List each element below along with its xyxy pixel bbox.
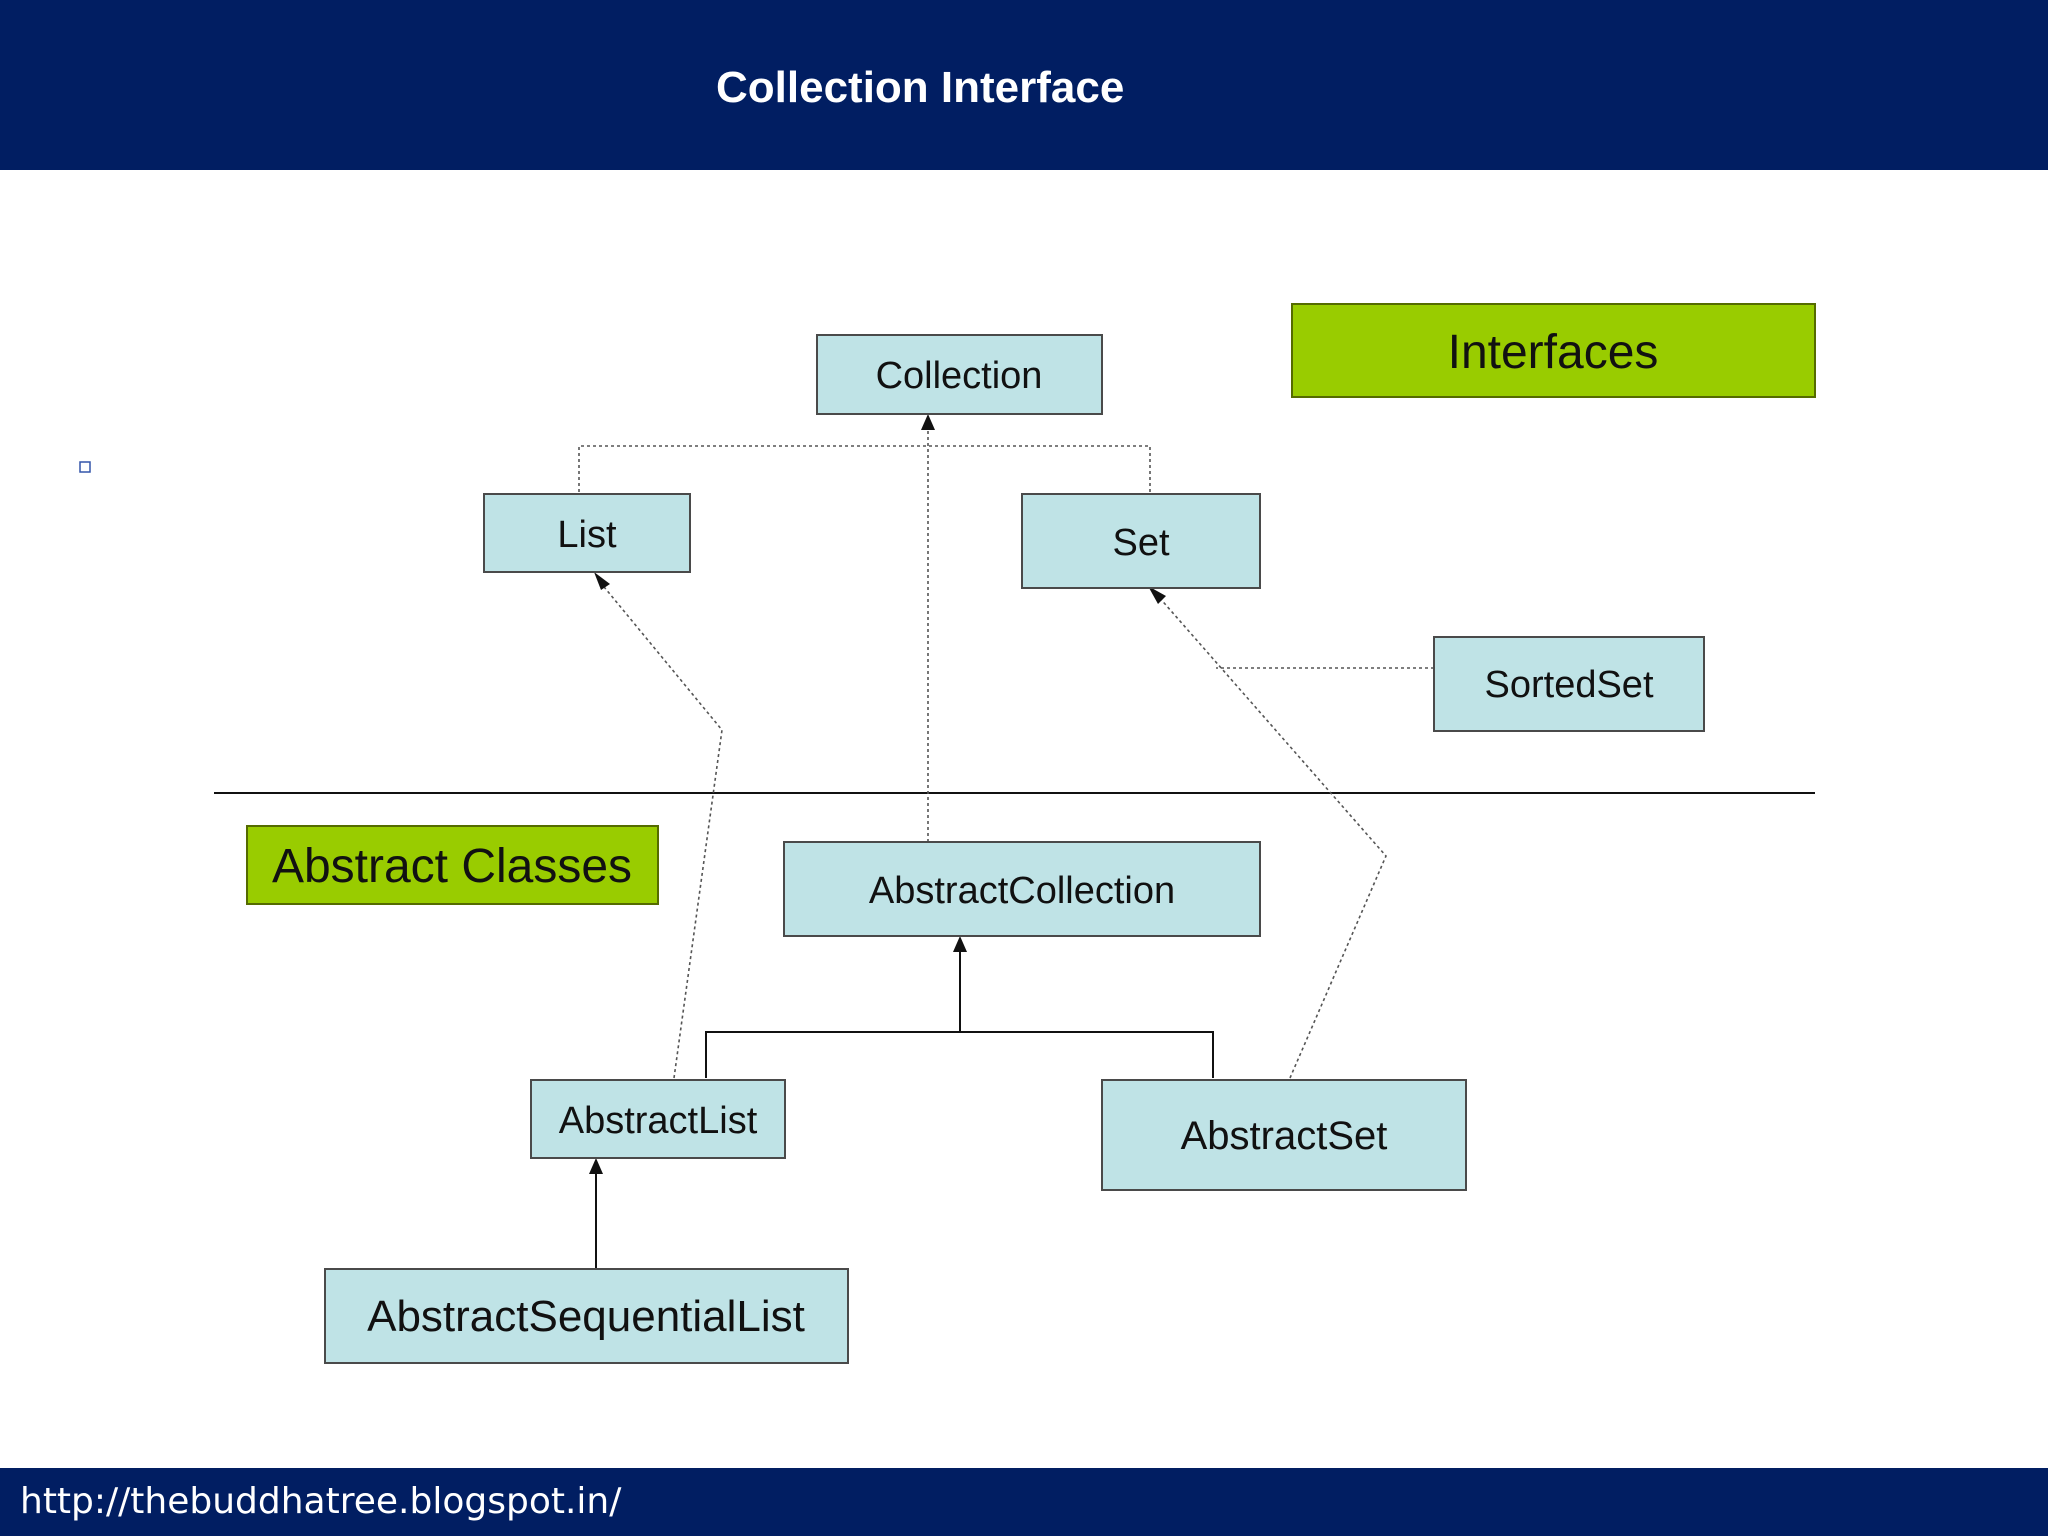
edge-abstractlist-abstractset-to-abstractcollection [705, 1031, 1214, 1078]
slide-header: Collection Interface [0, 0, 2048, 170]
arrowhead-set [1148, 586, 1166, 604]
edge-list-to-collection [578, 445, 1151, 492]
slide-title: Collection Interface [716, 63, 1125, 112]
footer-url: http://thebuddhatree.blogspot.in/ [20, 1481, 622, 1522]
slide-footer: http://thebuddhatree.blogspot.in/ [0, 1468, 2048, 1536]
node-collection-label: Collection [876, 355, 1043, 397]
node-abstractsequentiallist: AbstractSequentialList [324, 1268, 849, 1364]
node-abstractcollection-label: AbstractCollection [869, 870, 1175, 912]
legend-abstract-classes: Abstract Classes [246, 825, 659, 905]
arrowhead-abstractcollection [953, 936, 967, 952]
node-set-label: Set [1112, 522, 1169, 564]
node-abstractset-label: AbstractSet [1181, 1114, 1388, 1158]
node-set: Set [1021, 493, 1261, 589]
legend-interfaces-label: Interfaces [1448, 326, 1659, 379]
node-abstractlist: AbstractList [530, 1079, 786, 1159]
slide-marker-icon [79, 461, 91, 473]
arrowhead-collection [921, 414, 935, 430]
node-abstractcollection: AbstractCollection [783, 841, 1261, 937]
node-sortedset: SortedSet [1433, 636, 1705, 732]
node-abstractsequentiallist-label: AbstractSequentialList [367, 1292, 805, 1341]
edge-abstractset-to-set [1157, 595, 1387, 1079]
legend-interfaces: Interfaces [1291, 303, 1816, 398]
arrowhead-abstractlist [589, 1158, 603, 1174]
node-collection: Collection [816, 334, 1103, 415]
node-list: List [483, 493, 691, 573]
legend-abstract-classes-label: Abstract Classes [272, 840, 632, 893]
node-sortedset-label: SortedSet [1485, 664, 1654, 706]
arrowhead-list [594, 572, 610, 590]
node-list-label: List [557, 514, 617, 556]
node-abstractlist-label: AbstractList [559, 1100, 758, 1142]
node-abstractset: AbstractSet [1101, 1079, 1467, 1191]
